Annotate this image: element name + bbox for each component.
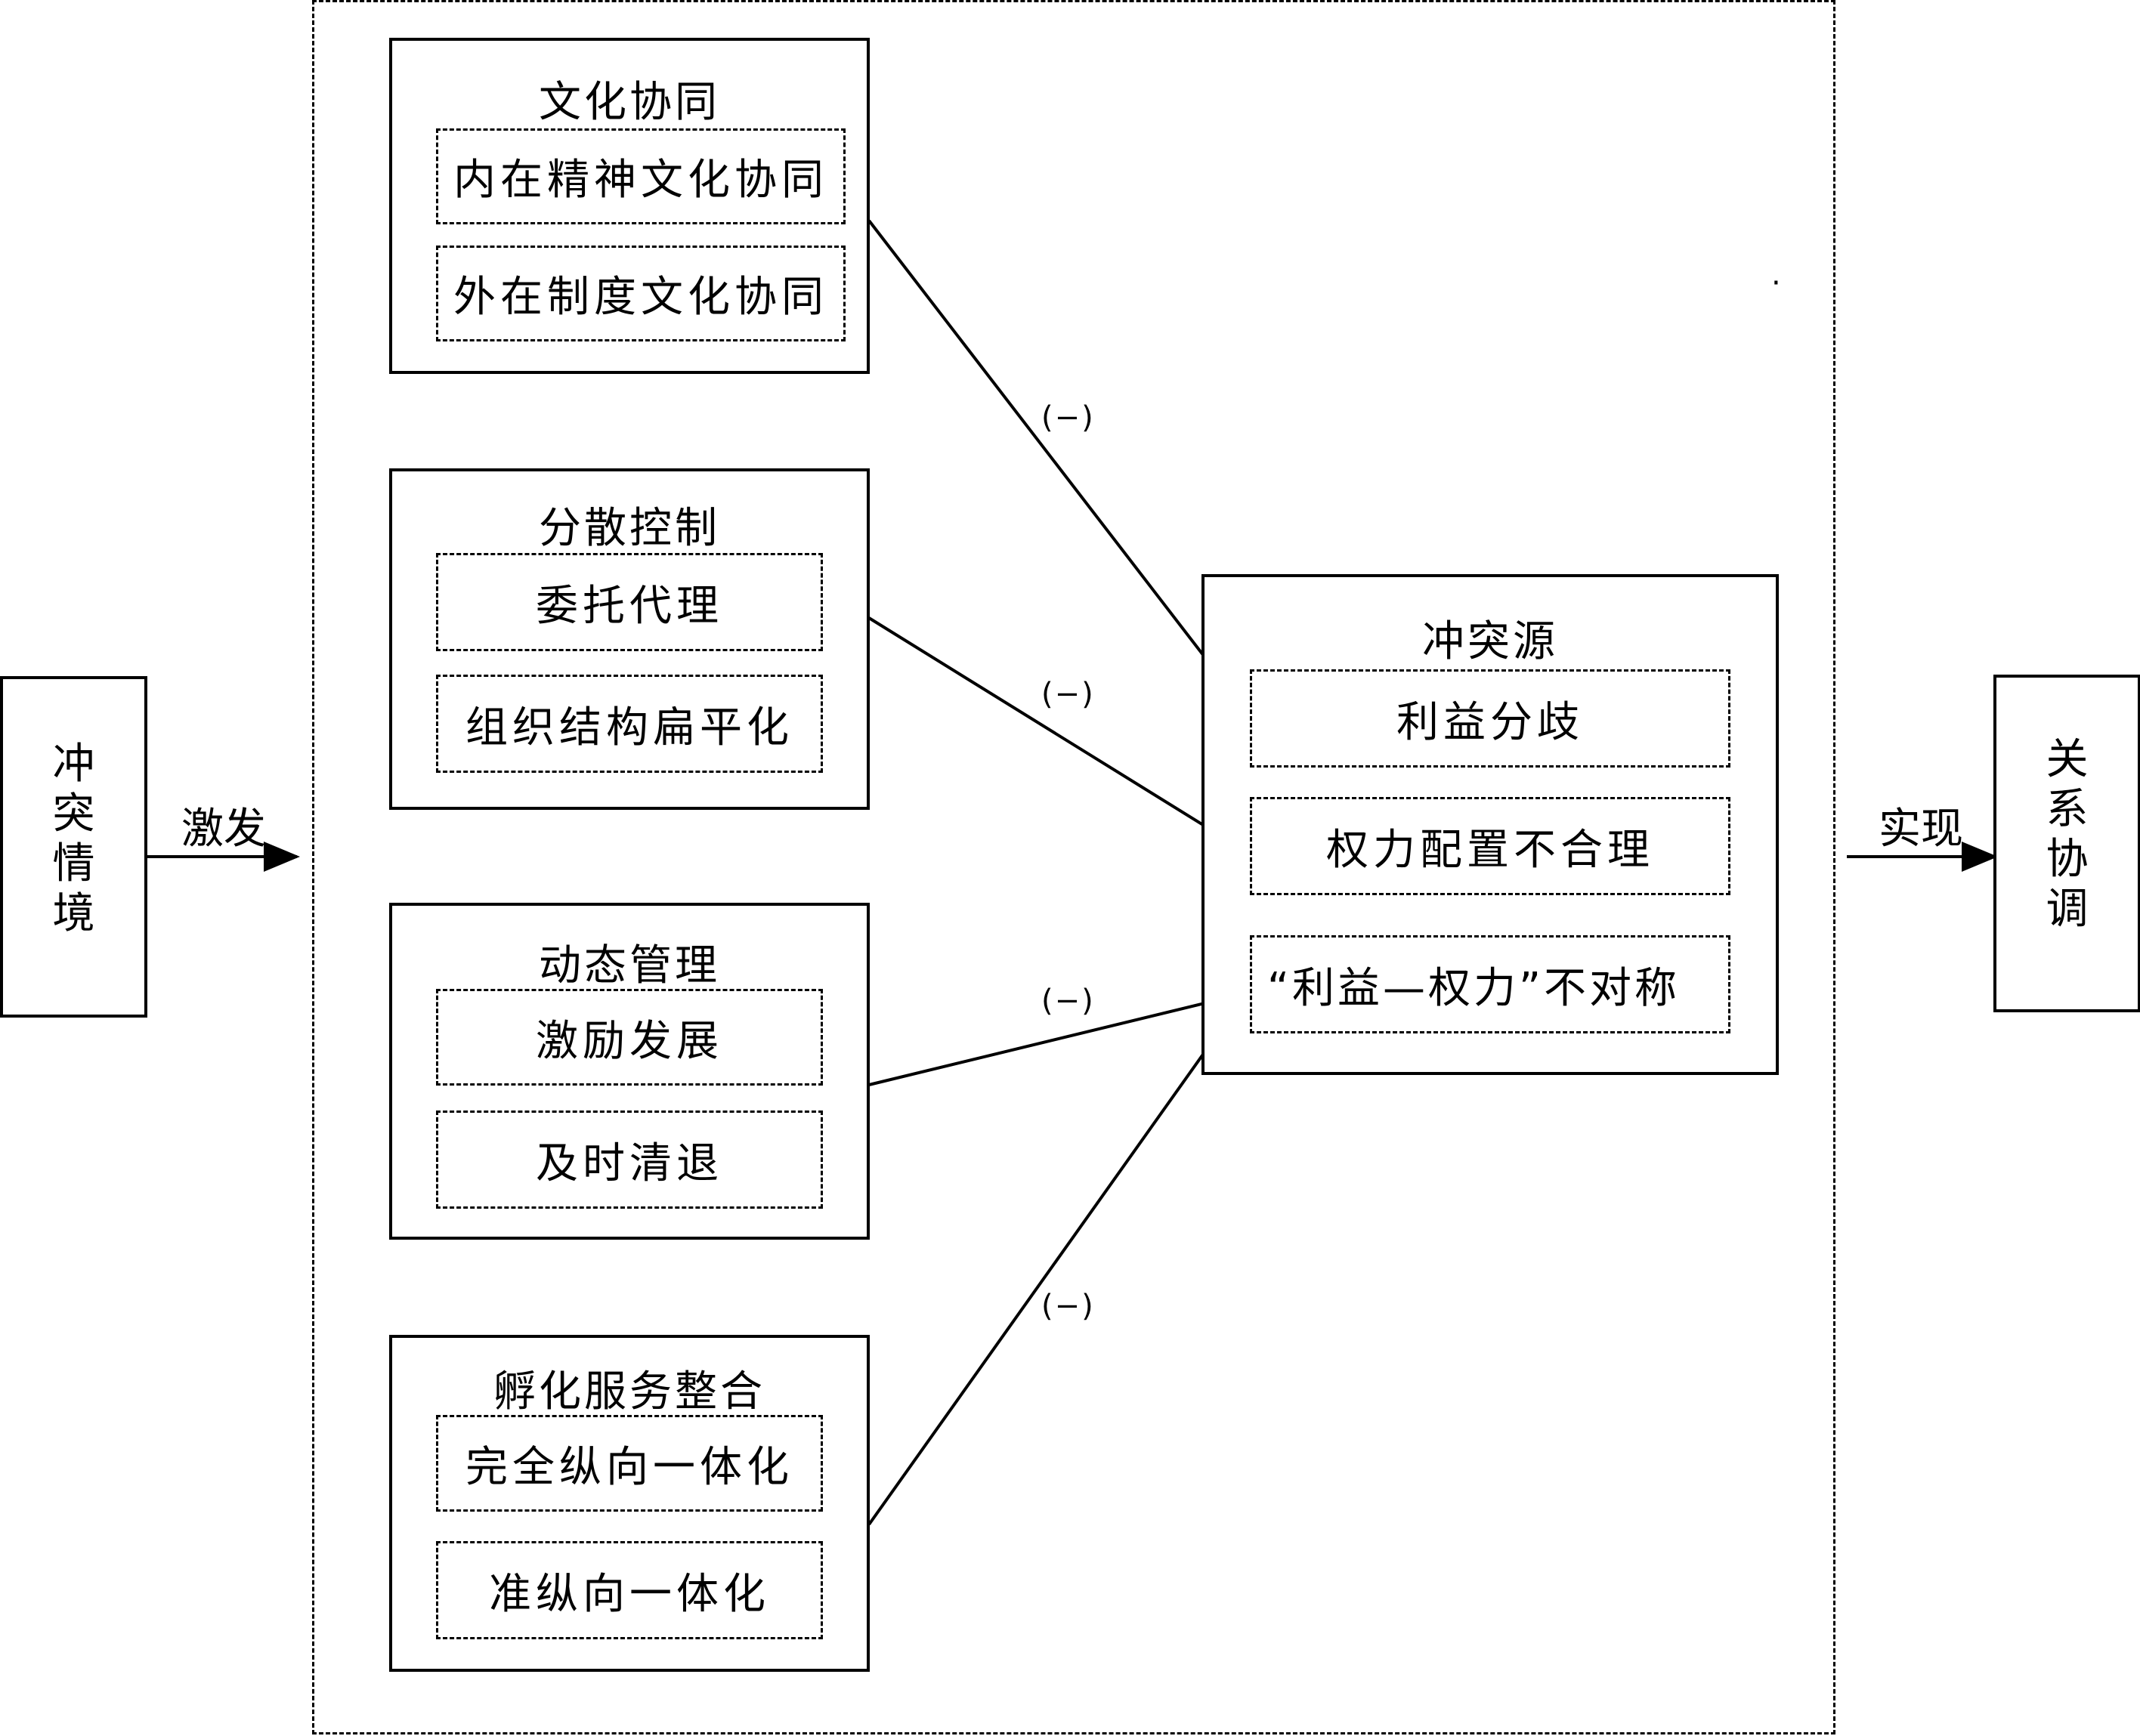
arrow-dynamic-to-asymmetry [868, 984, 1257, 1086]
node-char: 协 [2046, 835, 2089, 884]
group-title: 动态管理 [539, 941, 720, 990]
node-char: 情 [52, 839, 95, 888]
conflict-source-box: 冲突源 [1201, 574, 1779, 1075]
relationship-coordination-node: 关 系 协 调 [1993, 675, 2140, 1012]
group-item: 委托代理 [436, 553, 823, 651]
arrow-culture-to-interest-divergence [867, 219, 1254, 721]
arrow-incubation-to-asymmetry [867, 979, 1257, 1526]
effect-sign: (−) [1041, 400, 1095, 435]
group-item: 激励发展 [436, 989, 823, 1086]
conflict-source-item: 权力配置不合理 [1250, 797, 1730, 895]
conflict-source-title: 冲突源 [1422, 617, 1558, 666]
conflict-source-item: “利益—权力”不对称 [1250, 935, 1730, 1033]
group-item: 准纵向一体化 [436, 1541, 823, 1639]
node-char: 突 [52, 789, 95, 839]
node-char: 系 [2046, 785, 2089, 834]
edge-label-trigger: 激发 [181, 805, 266, 854]
group-item: 组织结构扁平化 [436, 675, 823, 773]
stray-dot: · [1771, 266, 1783, 301]
relationship-coordination-label: 关 系 协 调 [1996, 735, 2138, 934]
conflict-situation-node: 冲 突 情 境 [0, 676, 147, 1018]
node-char: 冲 [52, 740, 95, 789]
node-char: 关 [2046, 735, 2089, 784]
effect-sign: (−) [1041, 1289, 1095, 1324]
edge-label-achieve: 实现 [1879, 805, 1963, 854]
group-item: 及时清退 [436, 1110, 823, 1209]
node-char: 调 [2046, 885, 2089, 934]
group-item: 外在制度文化协同 [436, 246, 846, 341]
group-title: 文化协同 [539, 78, 720, 127]
group-culture-synergy: 文化协同 [389, 38, 870, 374]
node-char: 境 [52, 889, 95, 938]
group-title: 孵化服务整合 [493, 1367, 765, 1416]
group-incubation-integration: 孵化服务整合 [389, 1335, 870, 1672]
conflict-situation-label: 冲 突 情 境 [3, 740, 144, 939]
group-item: 内在精神文化协同 [436, 128, 846, 224]
effect-sign: (−) [1041, 677, 1095, 712]
effect-sign: (−) [1041, 984, 1095, 1018]
arrow-control-to-power-allocation [867, 616, 1257, 859]
group-decentralized-control: 分散控制 [389, 468, 870, 810]
group-item: 完全纵向一体化 [436, 1415, 823, 1512]
group-dynamic-management: 动态管理 [389, 903, 870, 1240]
group-title: 分散控制 [539, 504, 720, 553]
mechanism-boundary [312, 0, 1835, 1734]
conflict-source-item: 利益分歧 [1250, 669, 1730, 768]
